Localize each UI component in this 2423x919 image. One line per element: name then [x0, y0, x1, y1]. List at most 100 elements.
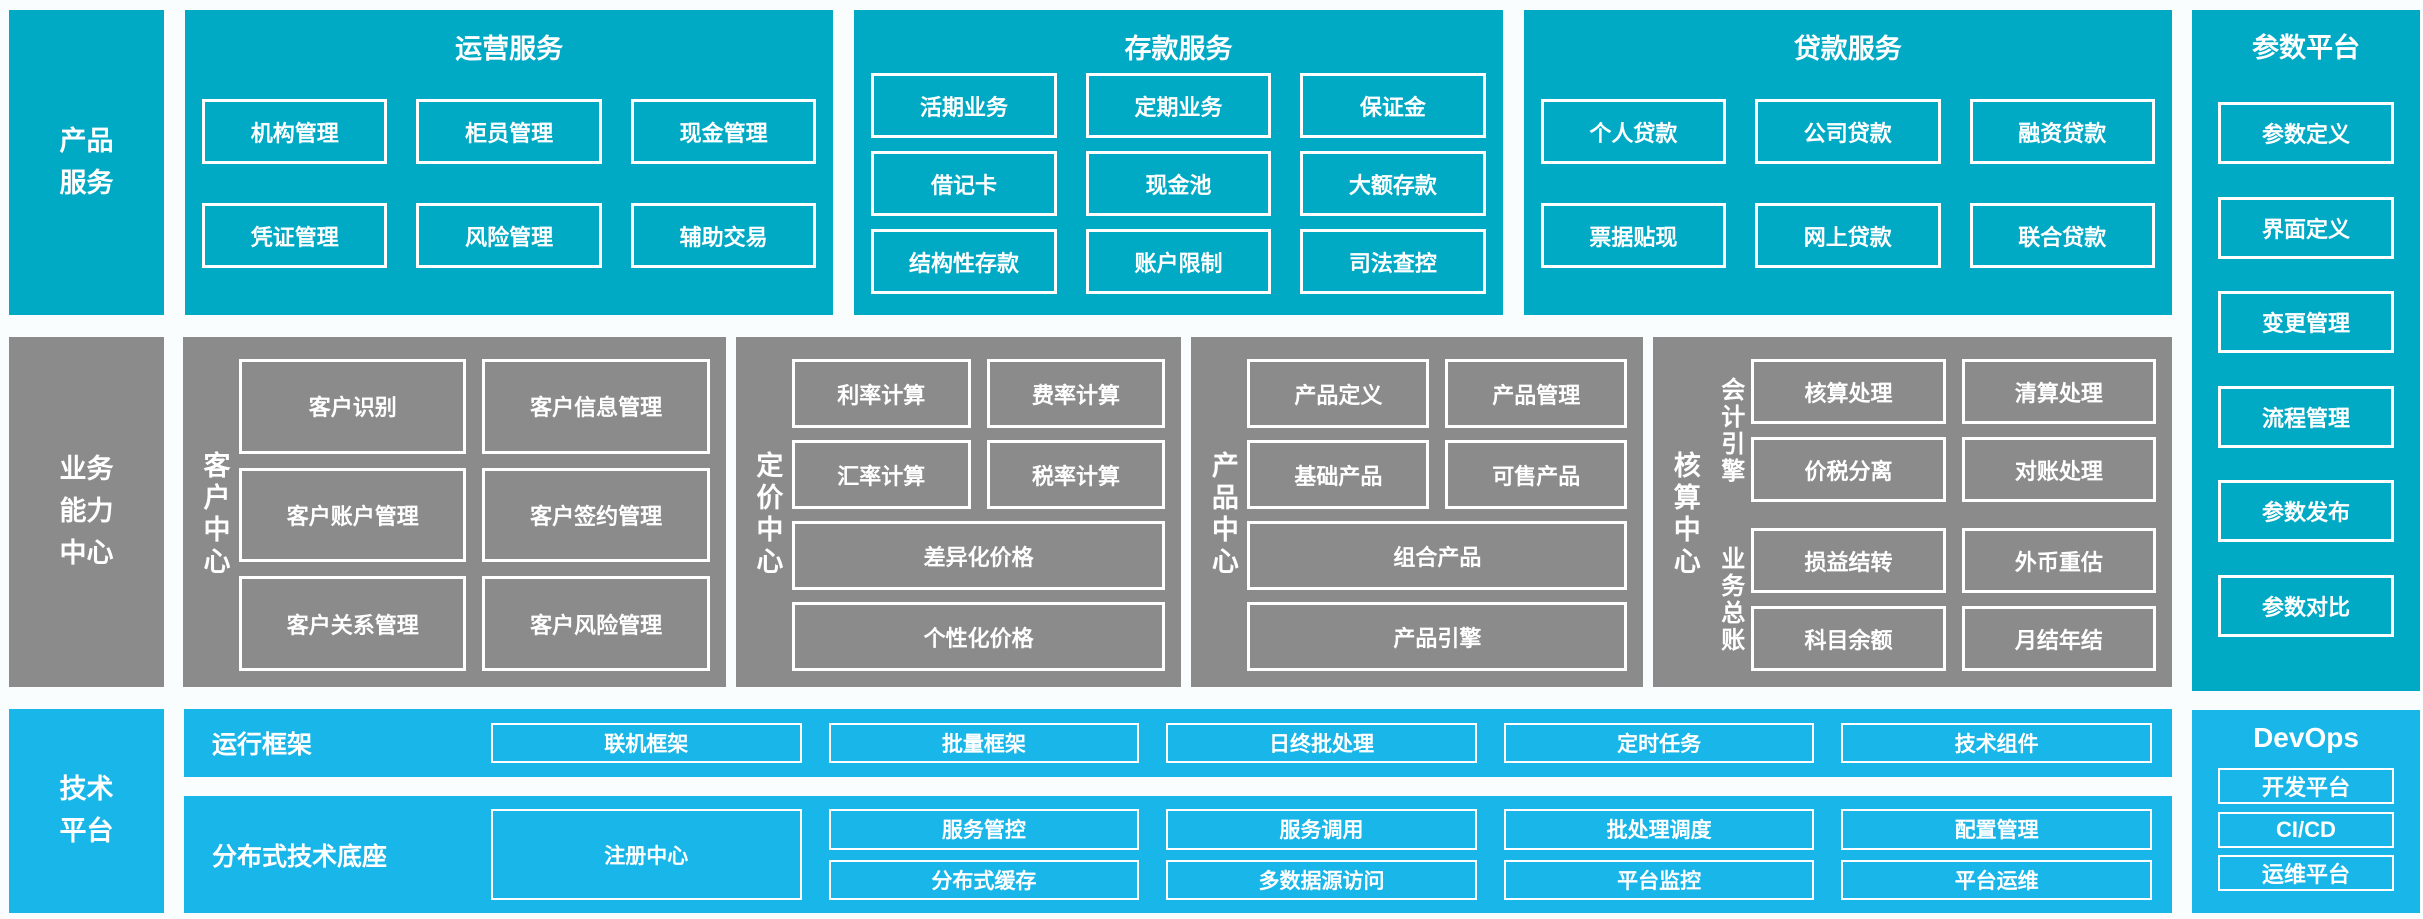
accounting-group: 业务总账 损益结转 外币重估 科目余额 月结年结	[1709, 528, 2156, 671]
module-box: 客户签约管理	[482, 467, 710, 563]
module-box-registry: 注册中心	[491, 809, 802, 900]
band-tech-platform: 技术 平台 运行框架 联机框架 批量框架 日终批处理 定时任务 技术组件 分布式…	[9, 709, 2172, 913]
panel-title: 存款服务	[1124, 34, 1233, 64]
panel-rows: 活期业务 定期业务 保证金 借记卡 现金池 大额存款 结构性存款 账户限制 司法…	[854, 60, 1502, 315]
main-area: 产品 服务 运营服务 机构管理 柜员管理 现金管理 凭证管理 风险管理 辅助交易	[9, 10, 2172, 913]
panel-items: 参数定义 界面定义 变更管理 流程管理 参数发布 参数对比	[2218, 70, 2394, 669]
panel-title: DevOps	[2253, 722, 2359, 753]
module-box: 风险管理	[416, 203, 602, 268]
module-box: 批量框架	[828, 723, 1140, 763]
module-box: 客户信息管理	[482, 359, 710, 454]
module-box: 价税分离	[1751, 437, 1946, 502]
right-column: 参数平台 参数定义 界面定义 变更管理 流程管理 参数发布 参数对比 DevOp…	[2192, 10, 2420, 913]
module-box-wide: 产品引擎	[1247, 602, 1628, 671]
sidebar-tech-platform: 技术 平台	[9, 709, 164, 913]
module-box: 保证金	[1300, 73, 1486, 138]
module-box: 批处理调度	[1503, 809, 1815, 850]
panel-devops: DevOps 开发平台 CI/CD 运维平台	[2192, 710, 2420, 913]
module-box: 科目余额	[1751, 606, 1946, 671]
panel-parameter-platform: 参数平台 参数定义 界面定义 变更管理 流程管理 参数发布 参数对比	[2192, 10, 2420, 691]
module-box: 公司贷款	[1755, 99, 1941, 164]
module-box: 变更管理	[2218, 291, 2394, 354]
module-box: 结构性存款	[871, 229, 1057, 294]
module-box: 利率计算	[791, 359, 971, 428]
box-row: 机构管理 柜员管理 现金管理	[202, 99, 817, 164]
module-box: 联机框架	[491, 723, 802, 763]
module-box: 平台监控	[1503, 859, 1815, 900]
module-box: 清算处理	[1961, 359, 2156, 424]
module-box: 参数发布	[2218, 480, 2394, 543]
module-box: 现金池	[1085, 151, 1272, 216]
panel-grid: 损益结转 外币重估 科目余额 月结年结	[1751, 528, 2156, 671]
panel-rows: 机构管理 柜员管理 现金管理 凭证管理 风险管理 辅助交易	[185, 60, 833, 315]
module-box: 参数对比	[2218, 574, 2394, 637]
module-box: 定期业务	[1085, 73, 1272, 138]
vertical-label: 客户中心	[199, 451, 230, 579]
module-box-wide: 差异化价格	[791, 521, 1166, 590]
panel-rows: 个人贷款 公司贷款 融资贷款 票据贴现 网上贷款 联合贷款	[1524, 60, 2172, 315]
module-box: 分布式缓存	[828, 859, 1140, 900]
vertical-label: 定价中心	[752, 451, 783, 579]
panel-product-center: 产品中心 产品定义 产品管理 基础产品 可售产品 组合产品 产品引擎	[1191, 337, 1644, 687]
panel-items: 开发平台 CI/CD 运维平台	[2218, 760, 2394, 899]
box-row: 借记卡 现金池 大额存款	[871, 151, 1486, 216]
vertical-label: 核算中心	[1669, 451, 1700, 579]
module-box: 活期业务	[871, 73, 1057, 138]
panel-title: 参数平台	[2252, 33, 2360, 63]
panel-grid: 核算处理 清算处理 价税分离 对账处理	[1751, 359, 2156, 502]
module-box: 联合贷款	[1969, 203, 2155, 268]
vertical-sublabel: 会计引擎	[1716, 376, 1744, 485]
module-box: 服务管控	[828, 809, 1140, 850]
sidebar-business-capability: 业务 能力 中心	[9, 337, 164, 687]
module-box: 费率计算	[986, 359, 1166, 428]
panel-operations-services: 运营服务 机构管理 柜员管理 现金管理 凭证管理 风险管理 辅助交易	[185, 10, 834, 315]
vertical-sublabel: 业务总账	[1716, 545, 1744, 654]
module-box: 现金管理	[630, 99, 817, 164]
module-box: 运维平台	[2218, 855, 2394, 892]
box-row: 个人贷款 公司贷款 融资贷款	[1540, 99, 2155, 164]
module-box: 产品定义	[1247, 359, 1430, 428]
module-box: 融资贷款	[1969, 99, 2155, 164]
module-box: 账户限制	[1085, 229, 1272, 294]
module-box: 大额存款	[1300, 151, 1486, 216]
box-row: 凭证管理 风险管理 辅助交易	[202, 203, 817, 268]
module-box: 界面定义	[2218, 196, 2394, 259]
box-row: 活期业务 定期业务 保证金	[871, 73, 1486, 138]
sidebar-label: 业务 能力 中心	[59, 454, 114, 568]
accounting-groups: 会计引擎 核算处理 清算处理 价税分离 对账处理 业务总账	[1709, 359, 2156, 671]
module-box: 票据贴现	[1540, 203, 1727, 268]
module-box: 司法查控	[1300, 229, 1486, 294]
accounting-group: 会计引擎 核算处理 清算处理 价税分离 对账处理	[1709, 359, 2156, 502]
box-row: 票据贴现 网上贷款 联合贷款	[1540, 203, 2155, 268]
module-box: 客户关系管理	[239, 576, 467, 671]
sidebar-product-services: 产品 服务	[9, 10, 164, 315]
box-row: 结构性存款 账户限制 司法查控	[871, 229, 1486, 294]
module-box: 核算处理	[1751, 359, 1946, 424]
module-box: 日终批处理	[1166, 723, 1477, 763]
module-box: 损益结转	[1751, 528, 1946, 593]
module-box: 基础产品	[1247, 440, 1430, 509]
panel-accounting-center: 核算中心 会计引擎 核算处理 清算处理 价税分离 对账处理	[1653, 337, 2172, 687]
module-box: 可售产品	[1445, 440, 1628, 509]
sidebar-label: 产品 服务	[59, 125, 114, 198]
panel-customer-center: 客户中心 客户识别 客户信息管理 客户账户管理 客户签约管理 客户关系管理 客户…	[183, 337, 726, 687]
module-box: 开发平台	[2218, 767, 2394, 804]
tech-panels: 运行框架 联机框架 批量框架 日终批处理 定时任务 技术组件 分布式技术底座 注…	[184, 709, 2172, 913]
module-box: 技术组件	[1841, 723, 2152, 763]
module-box: 网上贷款	[1755, 203, 1941, 268]
module-box: 多数据源访问	[1166, 859, 1477, 900]
panel-distributed-base: 分布式技术底座 注册中心 服务管控 服务调用 批处理调度 配置管理 分布式缓存 …	[184, 796, 2172, 913]
panel-title: 贷款服务	[1793, 34, 1902, 64]
module-box: 客户账户管理	[239, 467, 467, 563]
panel-grid: 利率计算 费率计算 汇率计算 税率计算 差异化价格 个性化价格	[791, 359, 1166, 671]
module-box: 平台运维	[1841, 859, 2152, 900]
module-box: 个人贷款	[1540, 99, 1727, 164]
module-box: 服务调用	[1166, 809, 1477, 850]
module-box: 定时任务	[1503, 723, 1815, 763]
sidebar-label: 技术 平台	[59, 774, 114, 846]
module-box: 月结年结	[1961, 606, 2156, 671]
module-box: 借记卡	[871, 151, 1057, 216]
module-box: 税率计算	[986, 440, 1166, 509]
module-box: 机构管理	[202, 99, 388, 164]
